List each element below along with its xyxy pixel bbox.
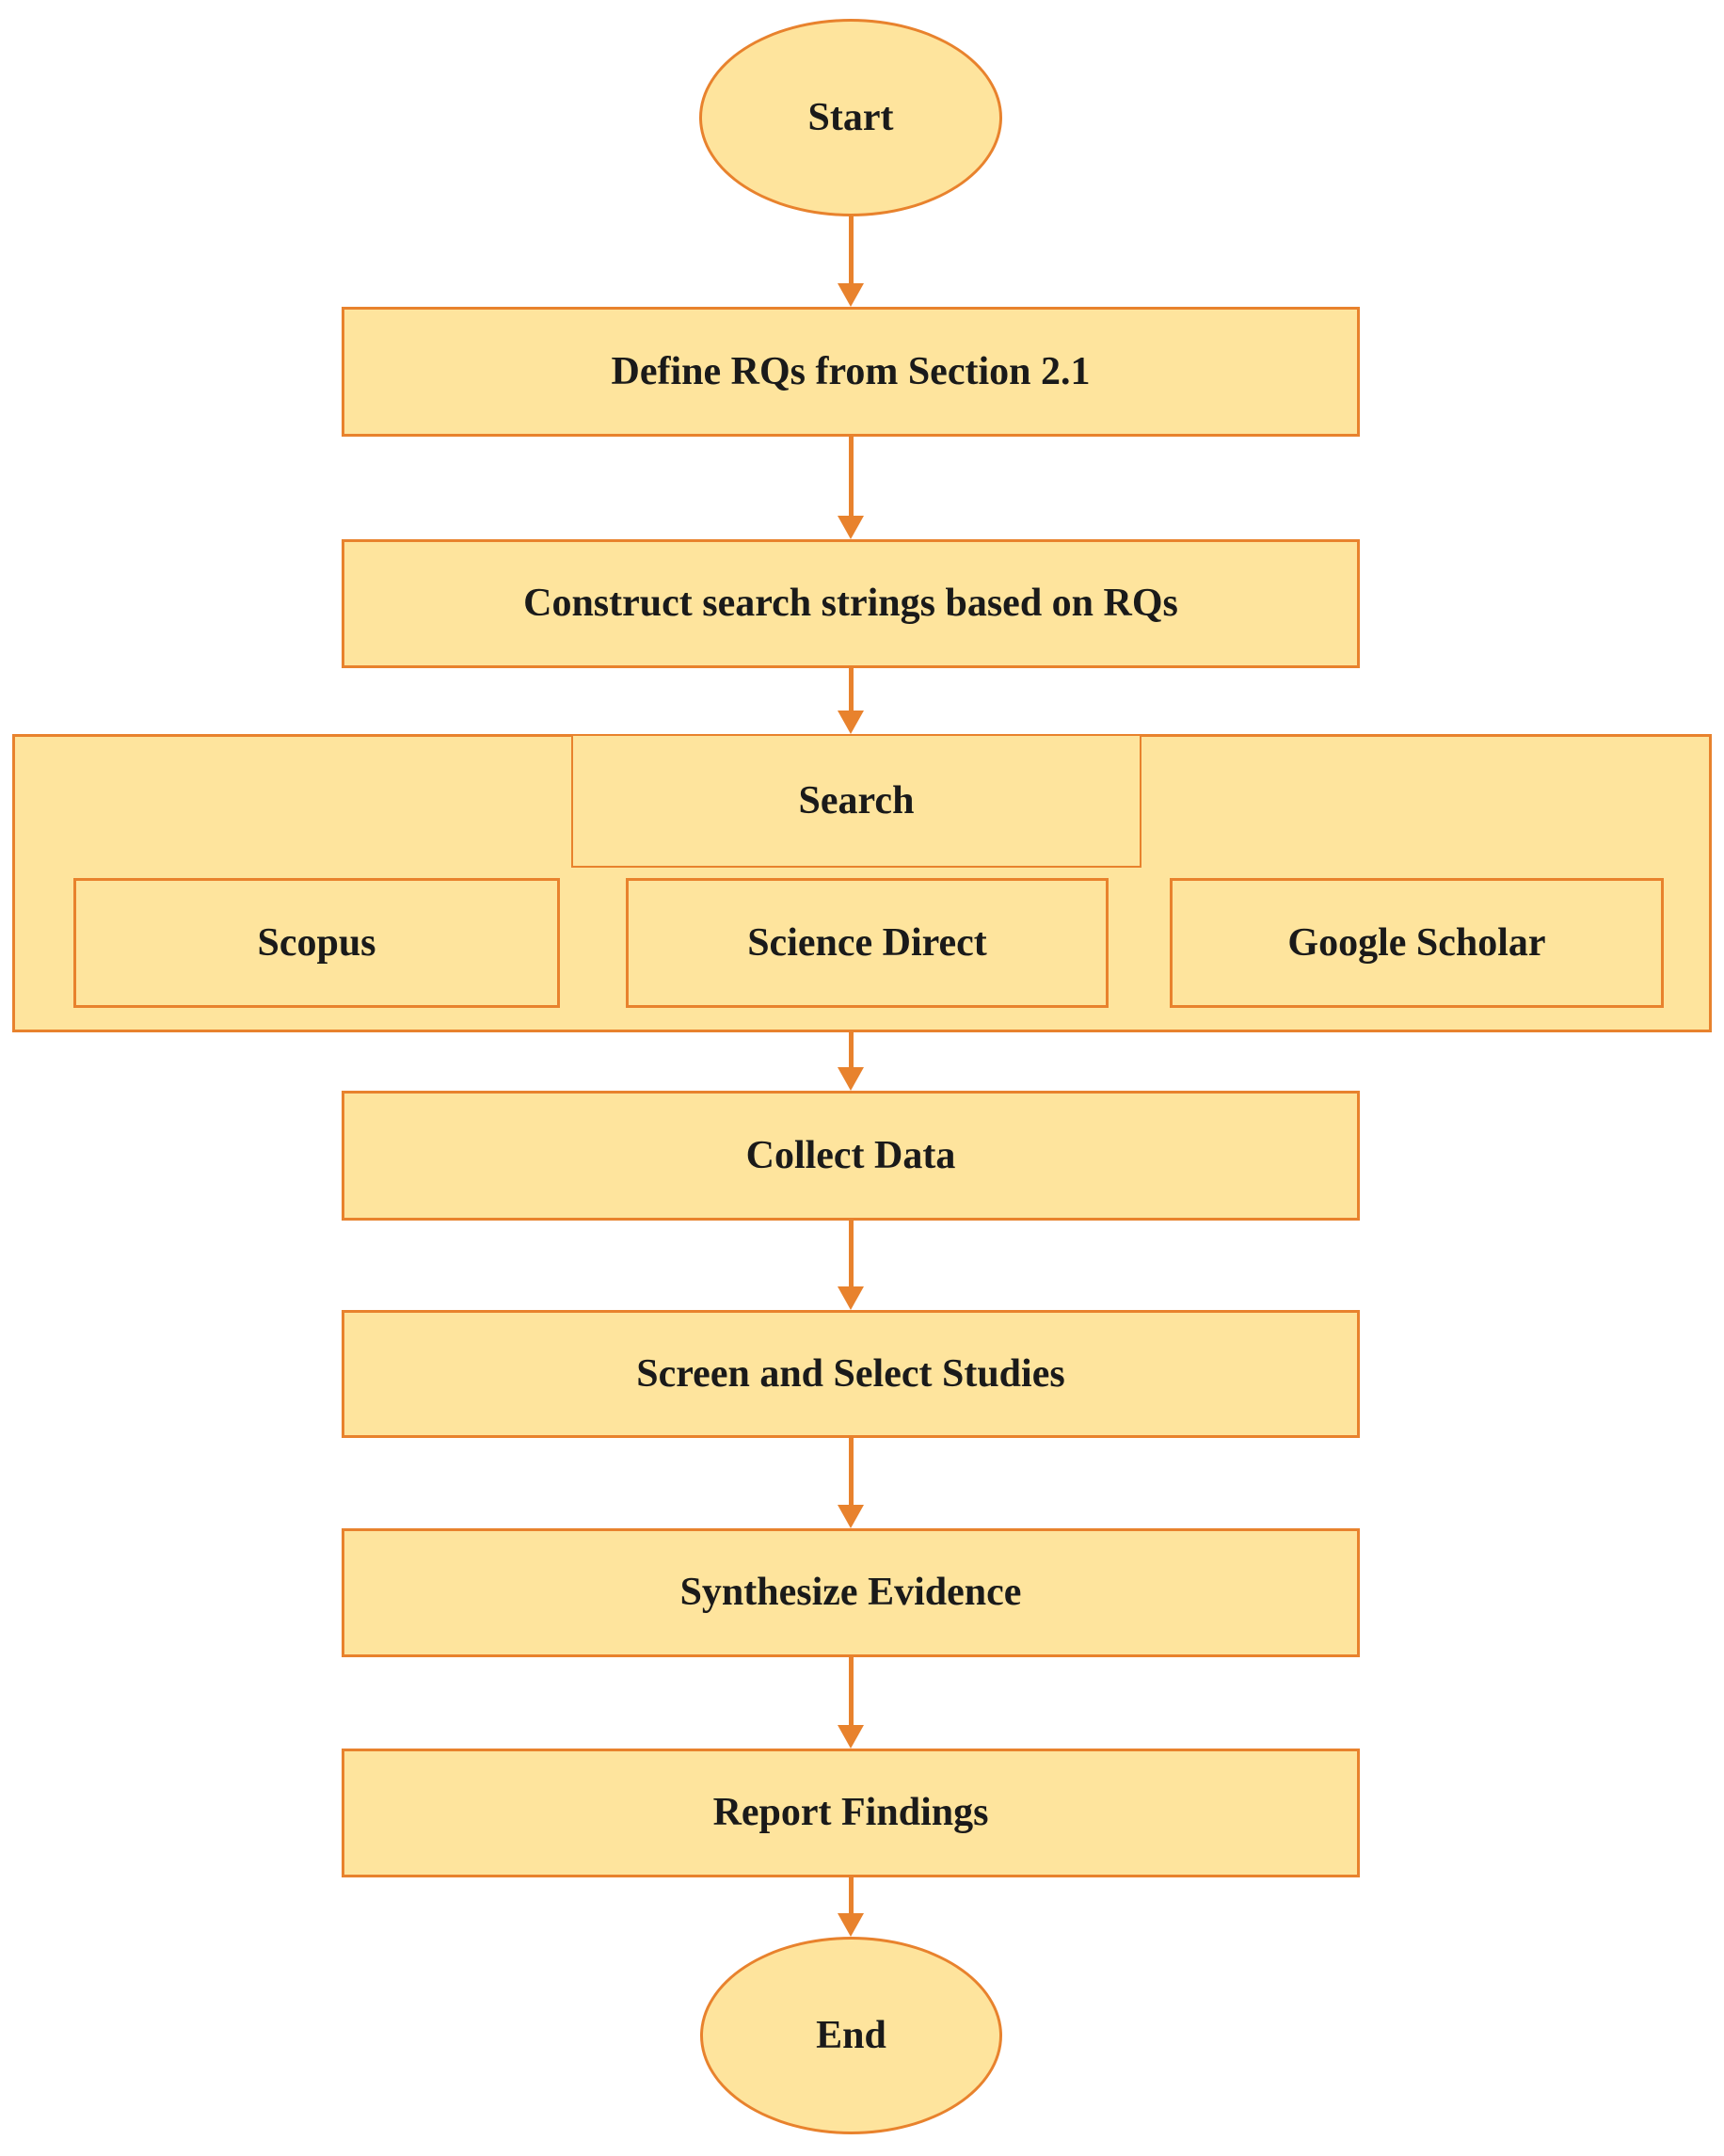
report-findings-label: Report Findings [712,1791,989,1835]
synthesize-evidence-label: Synthesize Evidence [679,1571,1022,1615]
end-node: End [700,1937,1002,2134]
define-rqs-node: Define RQs from Section 2.1 [342,307,1360,437]
scopus-node: Scopus [73,878,560,1008]
arrow-synthesize-to-report [838,1657,864,1749]
start-label: Start [807,95,894,139]
search-node: Search [571,734,1141,868]
construct-search-strings-node: Construct search strings based on RQs [342,539,1360,668]
arrow-search-to-collect-data [838,1032,864,1091]
scopus-label: Scopus [257,920,376,965]
start-node: Start [699,19,1002,216]
google-scholar-label: Google Scholar [1287,920,1546,965]
screen-select-label: Screen and Select Studies [636,1351,1065,1396]
arrow-screen-to-synthesize [838,1438,864,1528]
report-findings-node: Report Findings [342,1749,1360,1877]
arrow-start-to-define-rqs [838,216,864,307]
arrow-define-rqs-to-construct [838,437,864,539]
collect-data-label: Collect Data [745,1133,956,1177]
define-rqs-label: Define RQs from Section 2.1 [611,349,1091,393]
science-direct-node: Science Direct [626,878,1109,1008]
construct-search-strings-label: Construct search strings based on RQs [523,582,1178,626]
synthesize-evidence-node: Synthesize Evidence [342,1528,1360,1657]
arrow-construct-to-search [838,668,864,734]
arrow-collect-to-screen [838,1221,864,1310]
end-label: End [816,2013,886,2057]
screen-select-node: Screen and Select Studies [342,1310,1360,1438]
google-scholar-node: Google Scholar [1170,878,1664,1008]
science-direct-label: Science Direct [747,920,987,965]
arrow-report-to-end [838,1877,864,1937]
search-label: Search [798,778,915,822]
collect-data-node: Collect Data [342,1091,1360,1221]
